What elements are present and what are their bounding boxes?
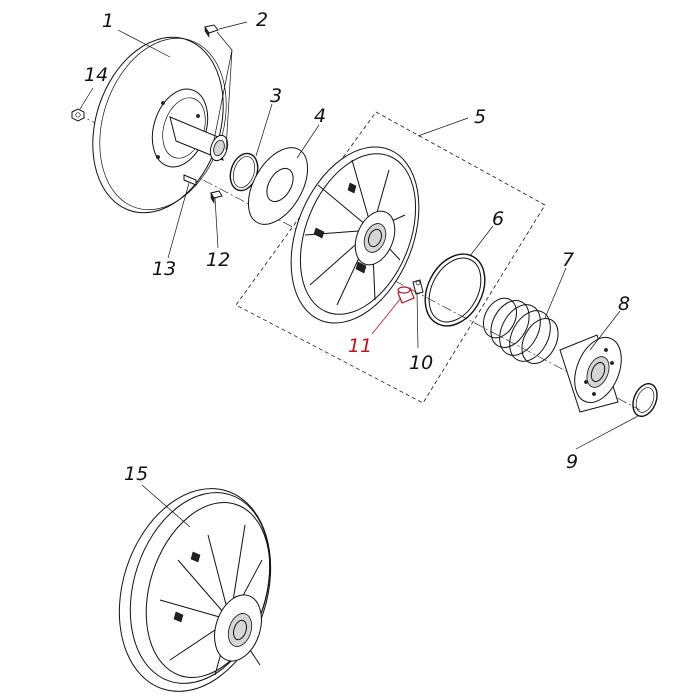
part-15-sheave-assembly[interactable] bbox=[94, 469, 295, 700]
callout-2: 2 bbox=[256, 9, 268, 31]
callout-13: 13 bbox=[152, 258, 176, 280]
callout-8: 8 bbox=[618, 293, 630, 315]
part-12-block[interactable] bbox=[210, 190, 223, 205]
part-7-spring[interactable] bbox=[477, 292, 565, 369]
callout-11: 11 bbox=[348, 335, 372, 357]
callout-5: 5 bbox=[474, 106, 486, 128]
callout-4: 4 bbox=[314, 105, 326, 127]
callout-12: 12 bbox=[206, 249, 230, 271]
part-10-post[interactable] bbox=[412, 279, 424, 295]
part-1-fixed-sheave[interactable] bbox=[71, 20, 247, 230]
callout-14: 14 bbox=[84, 64, 108, 86]
part-14-nut[interactable] bbox=[71, 108, 85, 122]
leader-2a bbox=[216, 31, 233, 51]
part-4-washer[interactable] bbox=[236, 138, 320, 235]
leader-2b bbox=[213, 49, 233, 141]
callout-3: 3 bbox=[270, 85, 282, 107]
part-11-roller[interactable] bbox=[397, 286, 415, 304]
callout-6: 6 bbox=[492, 208, 504, 230]
callout-15: 15 bbox=[124, 463, 148, 485]
callout-9: 9 bbox=[566, 451, 578, 473]
part-5-movable-sheave[interactable] bbox=[267, 128, 443, 342]
callout-1: 1 bbox=[102, 10, 114, 32]
part-13-pin[interactable] bbox=[183, 174, 197, 186]
leader-lines bbox=[79, 21, 639, 528]
assembly-axis bbox=[75, 112, 641, 411]
part-9-snap-ring[interactable] bbox=[628, 380, 661, 420]
callout-7: 7 bbox=[562, 249, 574, 271]
part-5-group-outline bbox=[235, 111, 546, 404]
part-6-ring[interactable] bbox=[413, 244, 496, 336]
part-2-slider-block[interactable] bbox=[204, 24, 219, 38]
part-8-spider[interactable] bbox=[559, 331, 630, 413]
callout-10: 10 bbox=[409, 352, 433, 374]
leader-2c bbox=[225, 49, 233, 151]
